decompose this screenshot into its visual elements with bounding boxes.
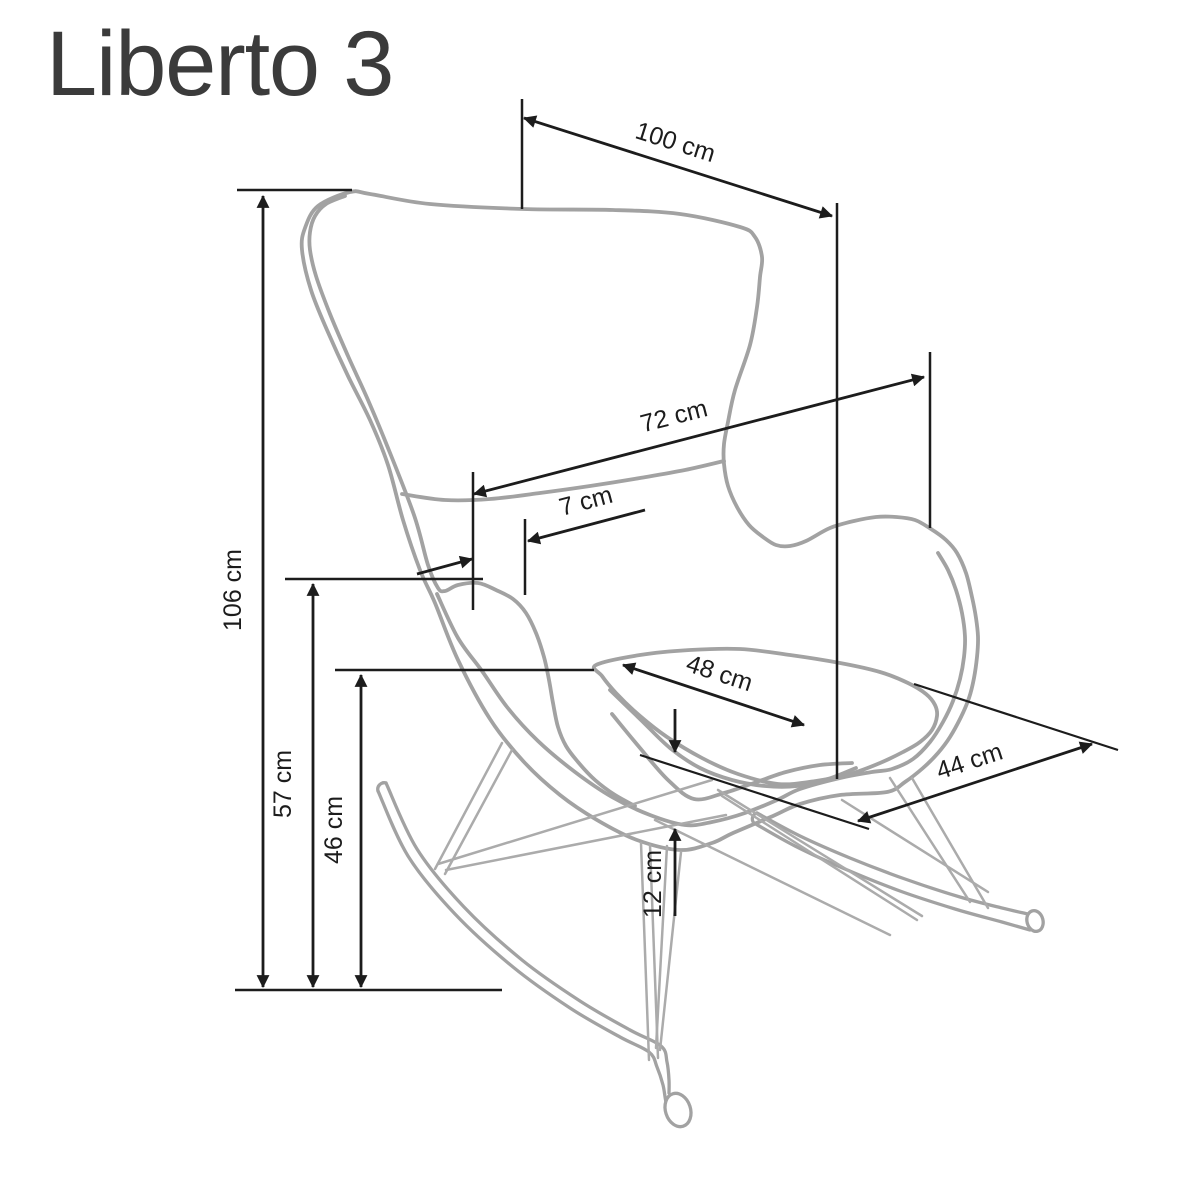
- svg-text:72 cm: 72 cm: [638, 394, 711, 438]
- svg-text:106 cm: 106 cm: [219, 549, 247, 631]
- svg-text:46 cm: 46 cm: [320, 796, 348, 864]
- svg-text:48 cm: 48 cm: [683, 650, 756, 698]
- svg-text:Liberto 3: Liberto 3: [46, 13, 393, 115]
- svg-text:100 cm: 100 cm: [632, 117, 719, 168]
- svg-text:7 cm: 7 cm: [556, 481, 616, 522]
- svg-text:12 cm: 12 cm: [639, 850, 667, 918]
- svg-text:57 cm: 57 cm: [269, 750, 297, 818]
